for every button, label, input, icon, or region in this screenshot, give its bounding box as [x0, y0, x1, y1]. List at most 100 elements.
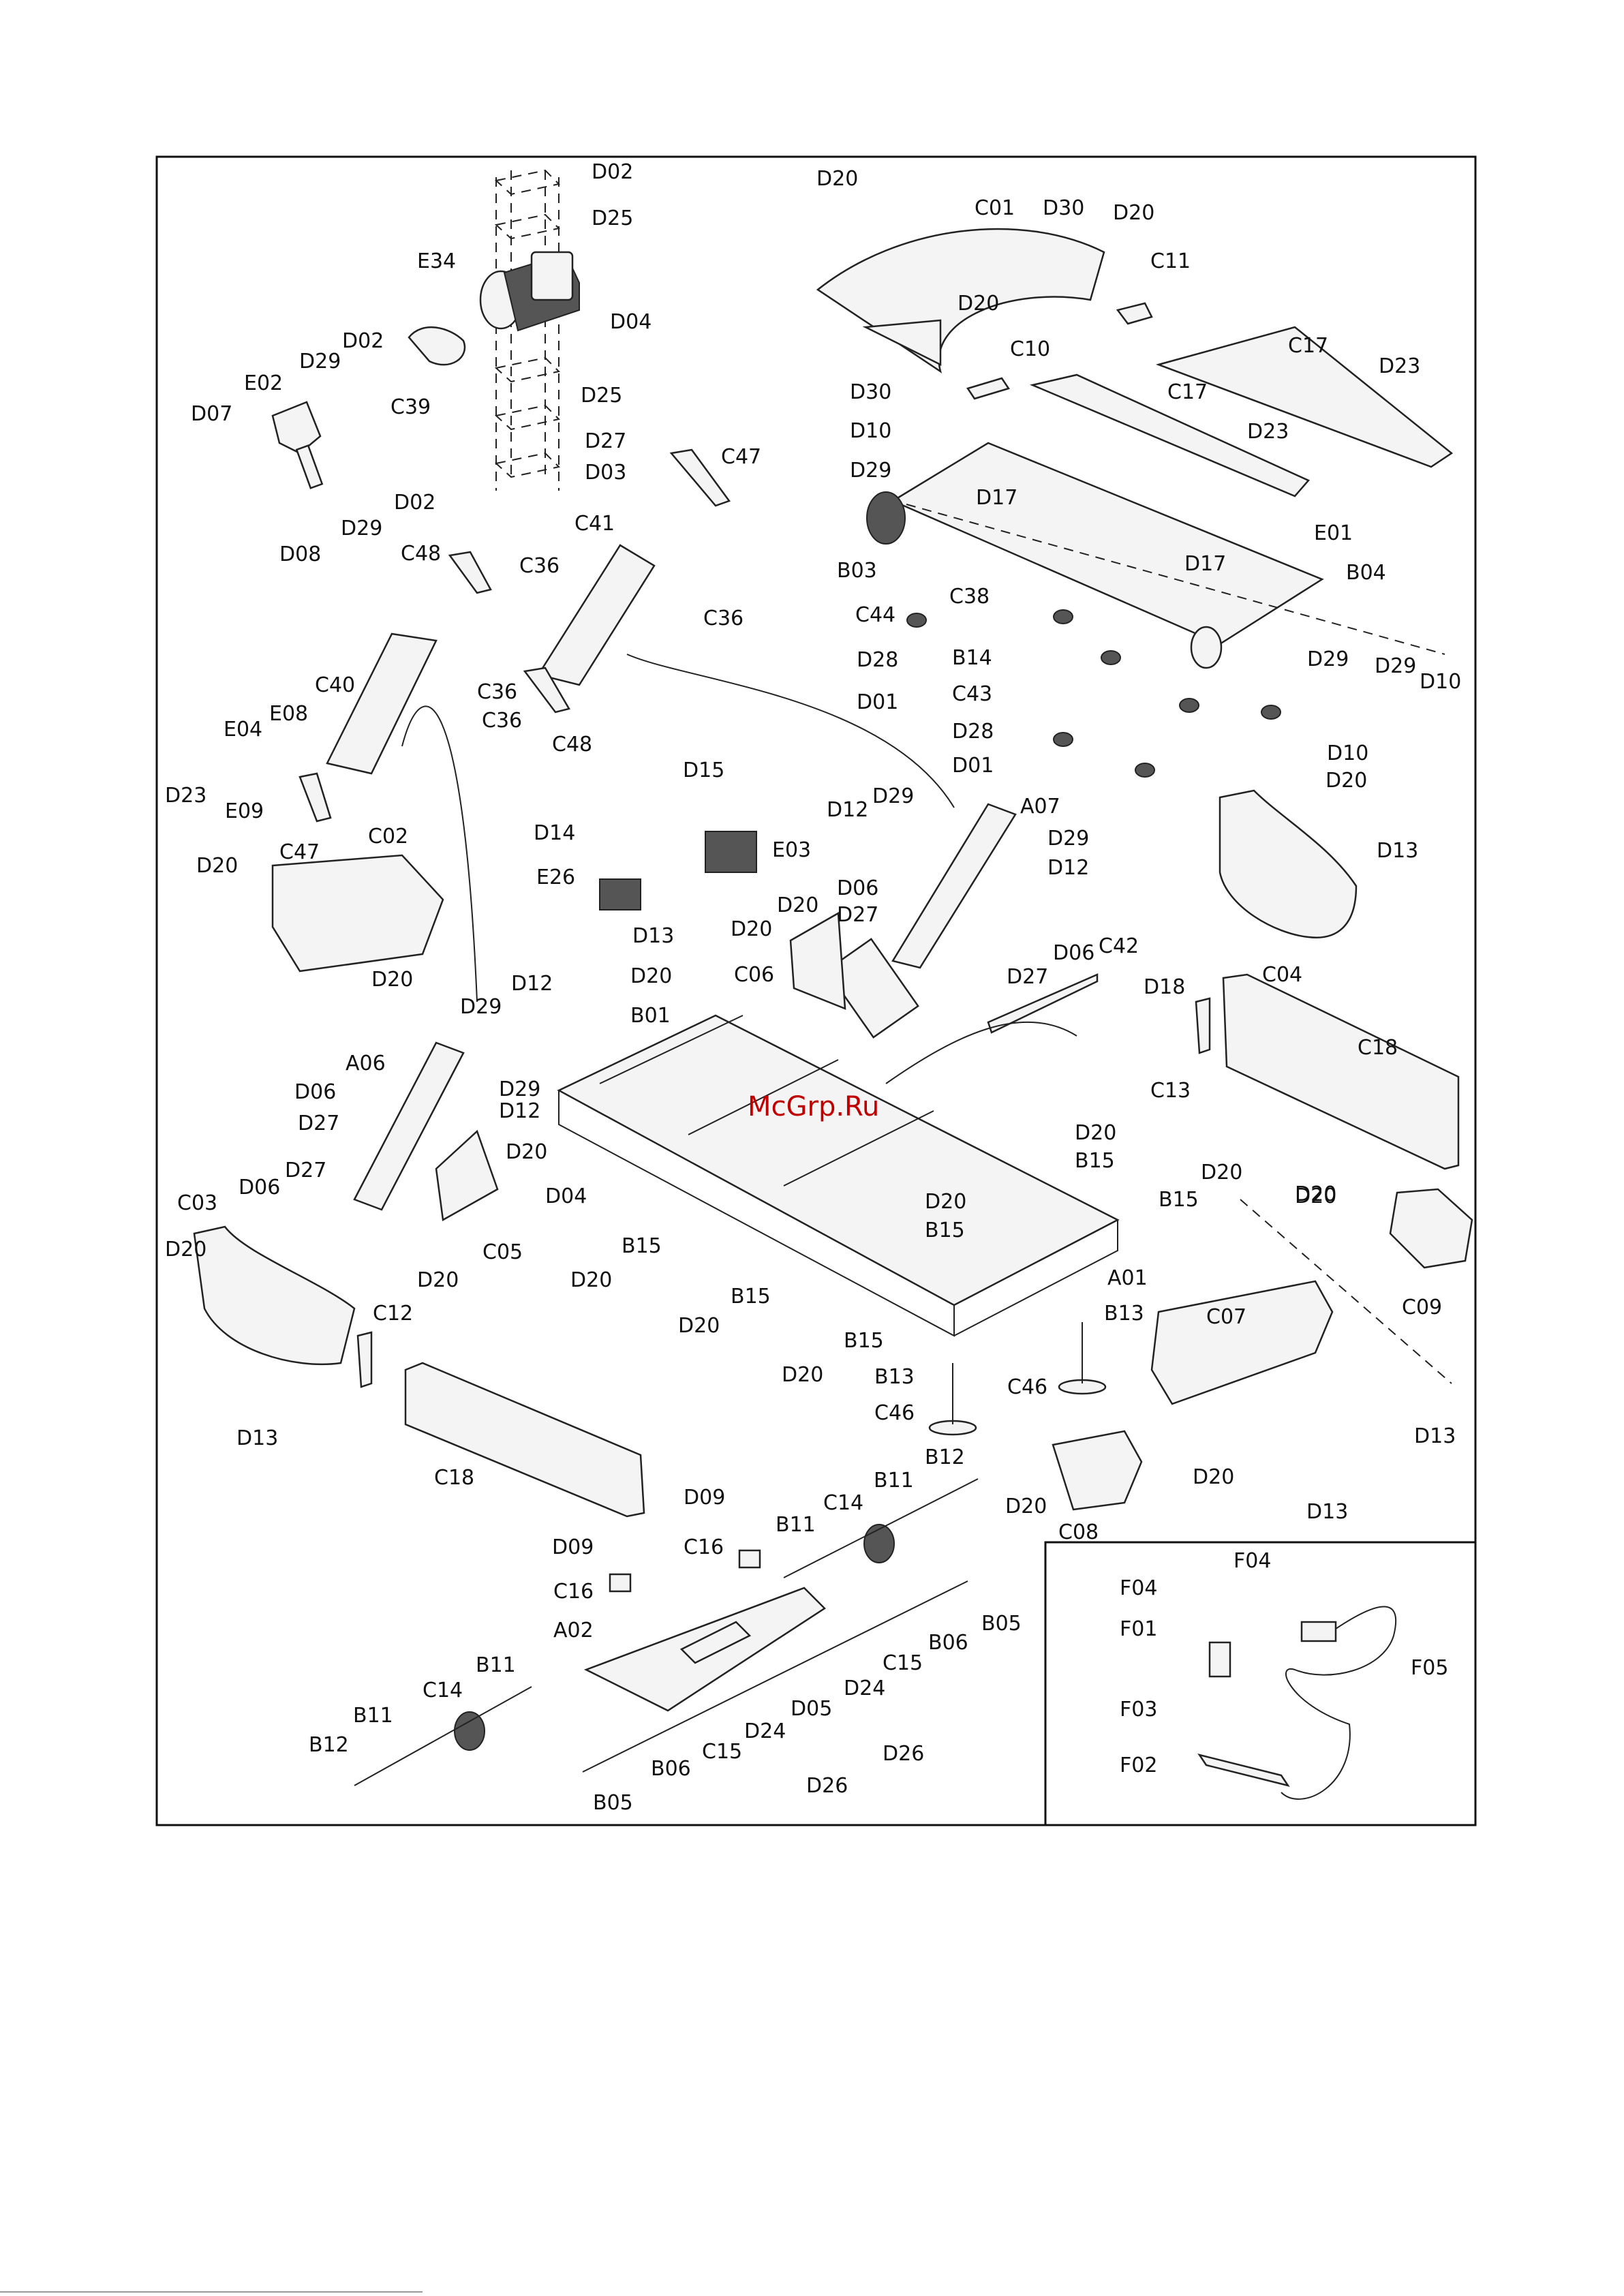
label-D29c: D29 [850, 459, 891, 483]
label-B11c: B11 [476, 1653, 516, 1677]
label-E09: E09 [225, 799, 264, 823]
label-B15b: B15 [1159, 1188, 1199, 1212]
label-D20j: D20 [1075, 1121, 1116, 1145]
label-A01: A01 [1107, 1266, 1148, 1290]
label-D29h: D29 [460, 995, 502, 1019]
motor-hood-and-rails [816, 228, 1454, 498]
label-D13e: D13 [1306, 1500, 1348, 1524]
label-D20a: D20 [816, 167, 858, 191]
label-D27e: D27 [285, 1159, 326, 1182]
deck-and-belt [866, 442, 1445, 778]
label-D29g: D29 [1047, 827, 1089, 851]
label-D20u: D20 [1005, 1495, 1047, 1518]
electrical-parts [1197, 1606, 1397, 1800]
label-D20i: D20 [371, 968, 413, 992]
label-D27c: D27 [1007, 965, 1048, 989]
label-B06a: B06 [928, 1631, 968, 1655]
label-D20s: D20 [678, 1314, 720, 1338]
label-D29b: D29 [341, 517, 382, 540]
label-C16b: C16 [553, 1580, 594, 1604]
label-C38: C38 [949, 585, 990, 609]
label-D01a: D01 [857, 690, 898, 714]
label-C39: C39 [390, 395, 431, 419]
label-F01: F01 [1120, 1617, 1157, 1641]
label-B11a: B11 [874, 1469, 914, 1493]
label-C17b: C17 [1167, 380, 1208, 404]
part-labels: D02 D25 E34 D04 D02 D29 E02 D07 C39 D25 … [165, 160, 1461, 1815]
label-D20r: D20 [1295, 1184, 1336, 1208]
label-B11b: B11 [776, 1513, 816, 1537]
label-D29a: D29 [299, 350, 341, 373]
label-B05b: B05 [593, 1791, 633, 1815]
label-D13d: D13 [1414, 1424, 1456, 1448]
label-B13a: B13 [1104, 1302, 1144, 1326]
label-D12d: D12 [499, 1099, 540, 1123]
lift-assembly [354, 1478, 979, 1786]
label-B15f: B15 [844, 1329, 884, 1353]
label-B11d: B11 [353, 1704, 393, 1728]
label-C06: C06 [734, 963, 774, 987]
label-D09b: D09 [552, 1535, 594, 1559]
label-D10c: D10 [1327, 741, 1368, 765]
label-C36c: C36 [477, 680, 517, 704]
label-B01: B01 [630, 1004, 671, 1028]
label-D20e: D20 [777, 893, 818, 917]
label-B06b: B06 [651, 1757, 691, 1781]
label-D04a: D04 [610, 310, 652, 334]
upright-covers [298, 448, 955, 1002]
label-D23b: D23 [1379, 354, 1420, 378]
label-D20m: D20 [506, 1140, 547, 1164]
label-D25b: D25 [581, 384, 622, 408]
label-D07: D07 [191, 402, 232, 426]
label-E08: E08 [269, 702, 308, 726]
label-C42: C42 [1099, 934, 1139, 958]
label-C36b: C36 [703, 607, 744, 630]
label-D15: D15 [683, 759, 724, 782]
label-B12b: B12 [309, 1733, 349, 1757]
label-D20p: D20 [417, 1268, 459, 1292]
diagram-border [155, 155, 1477, 1826]
label-E03: E03 [772, 838, 811, 862]
label-D14: D14 [534, 821, 575, 845]
label-A02: A02 [553, 1619, 594, 1642]
label-D30a: D30 [1043, 196, 1084, 220]
label-C17a: C17 [1288, 334, 1328, 358]
label-F04b: F04 [1120, 1576, 1157, 1600]
label-C01: C01 [975, 196, 1015, 220]
label-C14b: C14 [423, 1679, 463, 1702]
label-A07: A07 [1020, 795, 1060, 818]
label-D12a: D12 [827, 798, 868, 822]
label-D08: D08 [279, 542, 321, 566]
label-D12b: D12 [1047, 856, 1089, 880]
label-B15d: B15 [925, 1219, 965, 1242]
label-C48b: C48 [552, 733, 592, 756]
label-C14a: C14 [823, 1491, 863, 1515]
label-D02b: D02 [342, 329, 384, 353]
label-C09: C09 [1402, 1296, 1442, 1319]
label-D29e: D29 [1375, 654, 1416, 678]
label-D20k: D20 [1201, 1161, 1242, 1184]
label-D09a: D09 [684, 1486, 725, 1510]
label-E34: E34 [417, 249, 456, 273]
label-D29f: D29 [872, 784, 914, 808]
label-C08: C08 [1058, 1520, 1099, 1544]
label-D27a: D27 [585, 429, 626, 453]
label-B15c: B15 [622, 1234, 662, 1258]
label-D25a: D25 [592, 206, 633, 230]
label-F04a: F04 [1234, 1549, 1271, 1573]
label-D23c: D23 [1247, 420, 1289, 444]
assembly-arrow [885, 1021, 1077, 1084]
label-D24a: D24 [844, 1677, 885, 1700]
label-B15e: B15 [731, 1285, 771, 1308]
label-B12a: B12 [925, 1445, 965, 1469]
label-A06: A06 [346, 1052, 386, 1075]
label-D20h: D20 [196, 854, 238, 878]
label-D06a: D06 [837, 876, 878, 900]
label-E26: E26 [536, 866, 575, 889]
label-C13: C13 [1150, 1079, 1191, 1103]
label-C04: C04 [1262, 963, 1302, 987]
label-D28b: D28 [952, 720, 994, 744]
label-D29i: D29 [499, 1077, 540, 1101]
label-C16a: C16 [684, 1535, 724, 1559]
